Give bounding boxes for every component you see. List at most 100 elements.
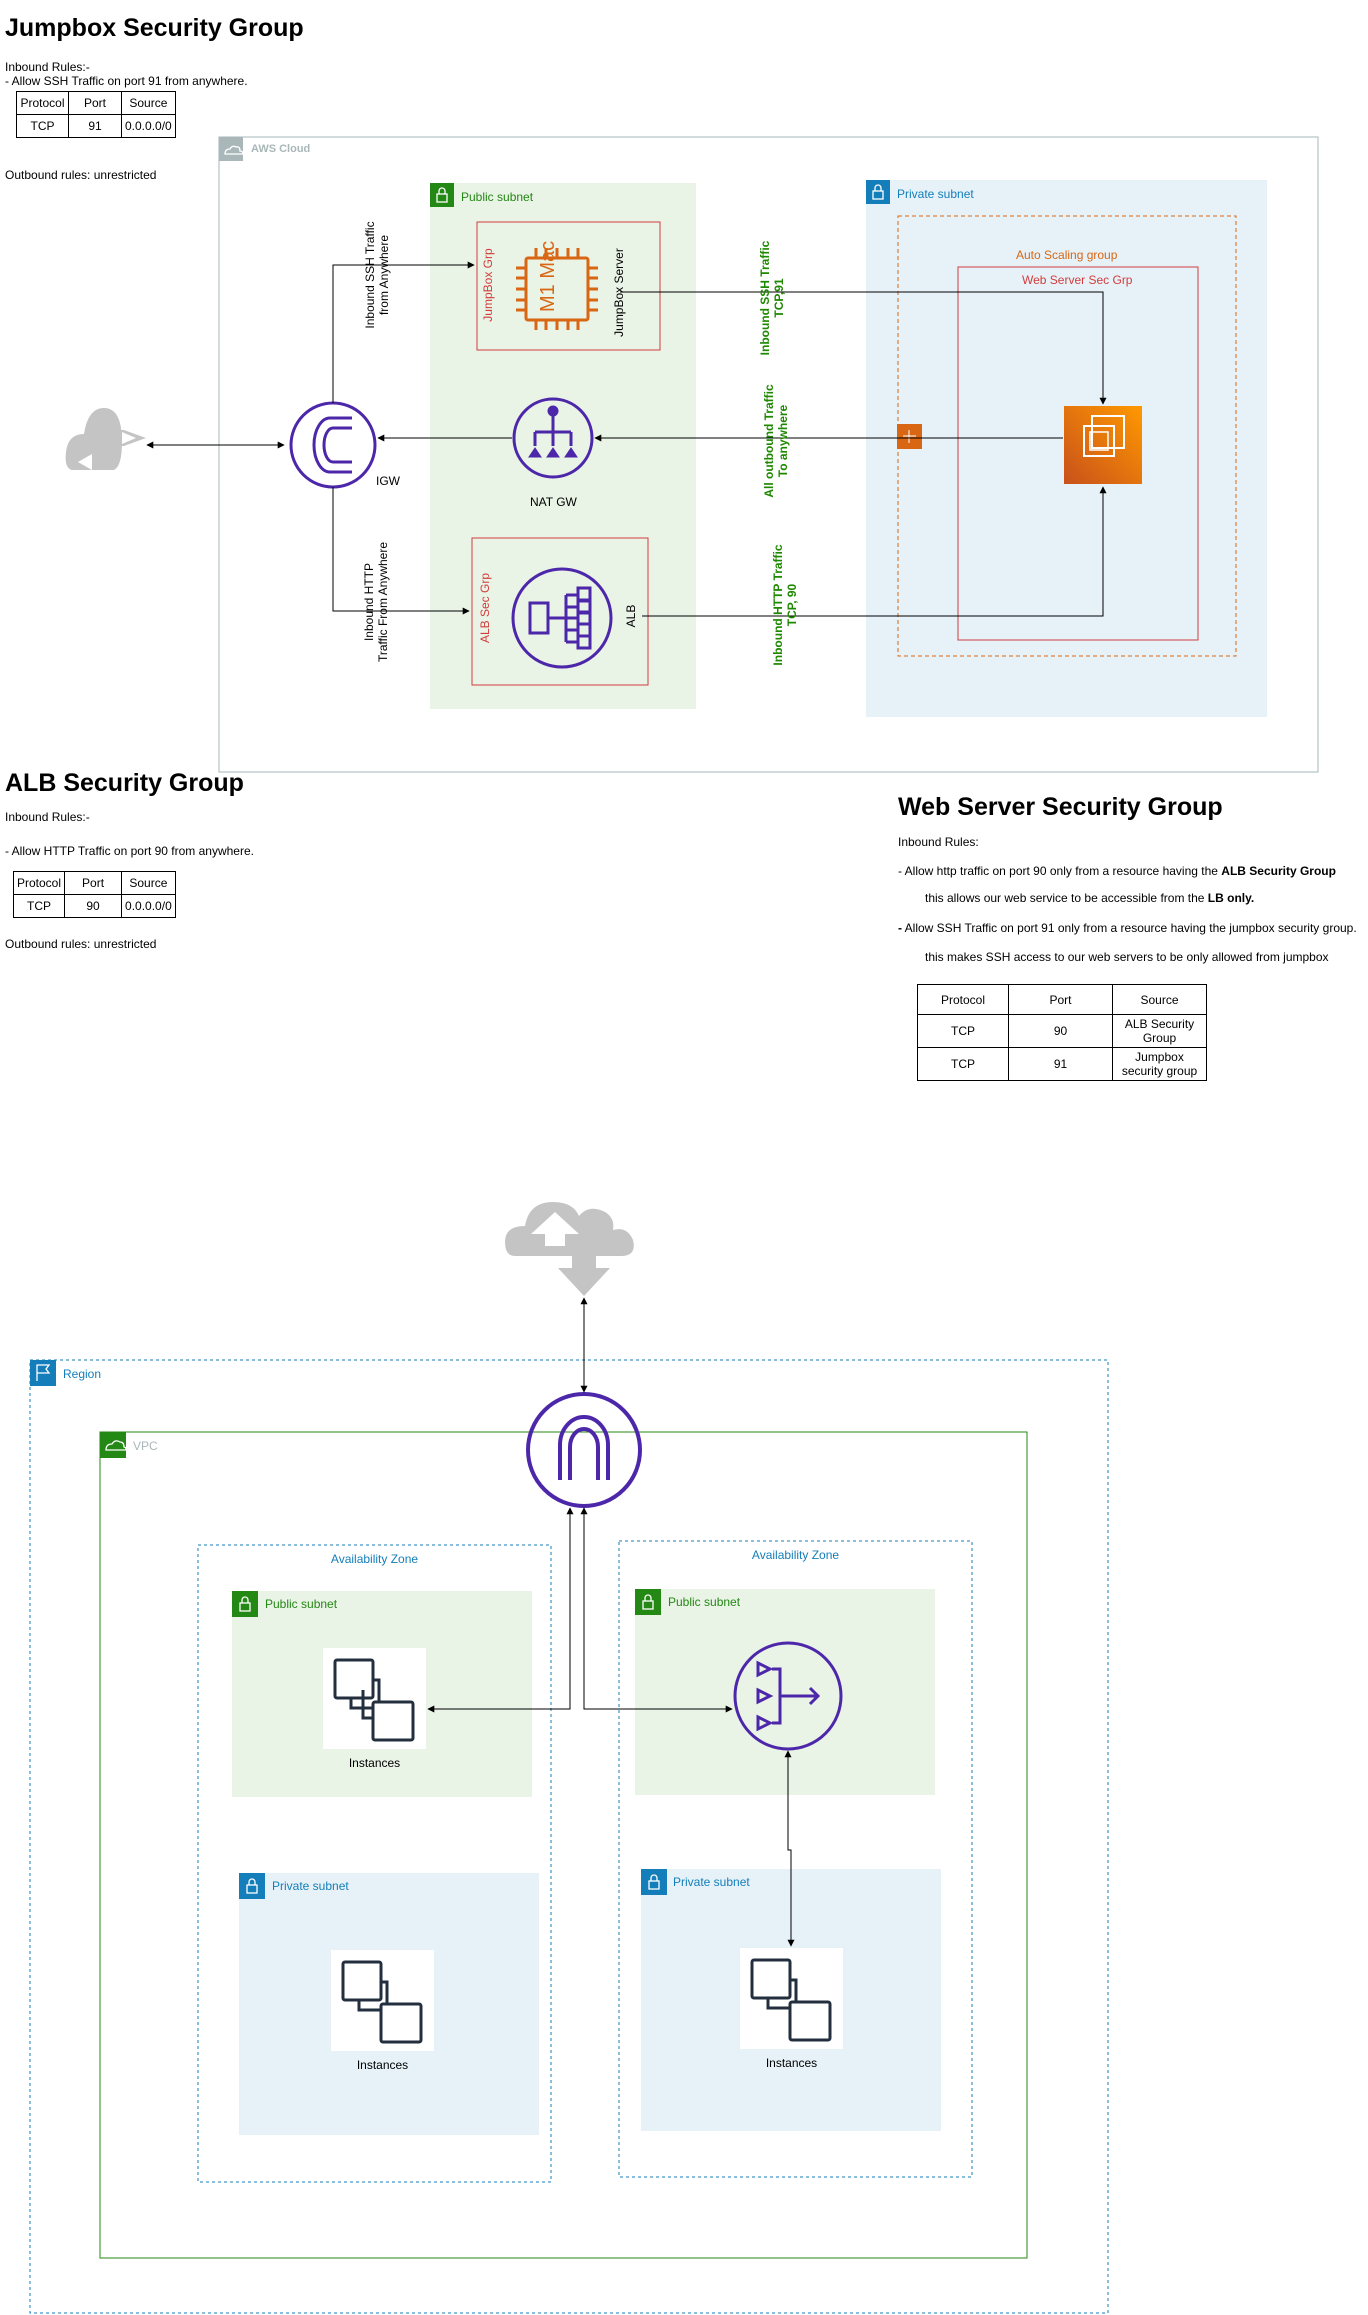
table-cell: Jumpbox security group [1112, 1047, 1207, 1081]
public-subnet-label: Public subnet [461, 190, 534, 204]
alb-inbound-heading: Inbound Rules:- [5, 810, 90, 824]
connection-lines [146, 261, 1107, 617]
inbound-ssh-tcp-label: Inbound SSH Traffic TCP,91 [758, 238, 786, 358]
availability-zone-2-frame [618, 1540, 973, 2178]
table-header: Protocol [16, 91, 69, 115]
instances-icon [740, 1948, 843, 2049]
alb-sg-frame [471, 537, 649, 686]
public-subnet-area [430, 183, 696, 709]
alb-sg-title: ALB Security Group [5, 769, 244, 797]
instances-2-label: Instances [356, 2058, 409, 2072]
cloud-icon [219, 137, 243, 161]
cloud-upload-icon [505, 1202, 634, 1296]
label-line: Traffic From Anywhere [376, 541, 390, 663]
instances-3-label: Instances [765, 2056, 818, 2070]
jumpbox-inbound-heading: Inbound Rules:- [5, 60, 90, 74]
auto-scaling-group-label: Auto Scaling group [1016, 248, 1118, 262]
jumpbox-inbound-rule: - Allow SSH Traffic on port 91 from anyw… [5, 74, 248, 88]
public-subnet-1-label: Public subnet [265, 1597, 338, 1611]
instances-icon [323, 1648, 426, 1749]
table-cell: 0.0.0.0/0 [121, 894, 176, 918]
region-label: Region [63, 1367, 102, 1381]
lock-icon [232, 1591, 258, 1617]
load-balancer-icon [511, 567, 613, 669]
jumpbox-rules-table: Protocol Port Source TCP 91 0.0.0.0/0 [16, 91, 176, 138]
web-rule-2: - Allow SSH Traffic on port 91 only from… [898, 921, 1357, 935]
lock-icon [430, 183, 454, 207]
table-header: Port [68, 91, 122, 115]
web-inbound-heading: Inbound Rules: [898, 835, 979, 849]
table-cell: TCP [917, 1047, 1009, 1081]
lock-icon [239, 1873, 265, 1899]
auto-scaling-group-frame [897, 215, 1237, 657]
web-rule-1-note-text: this allows our web service to be access… [925, 891, 1208, 905]
web-rule-1-note-bold: LB only. [1207, 891, 1255, 905]
web-rule-2-dash: - [898, 921, 902, 935]
label-line: Inbound SSH Traffic [363, 221, 377, 329]
table-cell: TCP [12, 894, 66, 918]
table-header: Protocol [12, 871, 66, 895]
internet-gateway-icon [526, 1392, 642, 1508]
all-outbound-label: All outbound Traffic To anywhere [762, 382, 790, 500]
web-rule-1-text: - Allow http traffic on port 90 only fro… [898, 864, 1222, 878]
jumpbox-sg-title: Jumpbox Security Group [5, 14, 304, 42]
lock-icon [641, 1869, 667, 1895]
label-line: Inbound SSH Traffic [758, 240, 772, 356]
private-subnet-1-label: Private subnet [272, 1879, 349, 1893]
public-subnet-2-area [635, 1589, 935, 1795]
label-line: All outbound Traffic [762, 384, 776, 498]
chip-text: M1 Mac [537, 240, 559, 312]
alb-inbound-rule: - Allow HTTP Traffic on port 90 from any… [5, 844, 254, 858]
instances-icon [331, 1950, 434, 2051]
inbound-http-tcp-label: Inbound HTTP Traffic TCP, 90 [771, 543, 799, 667]
label-line: Inbound HTTP [362, 562, 376, 642]
table-cell: TCP [16, 114, 69, 138]
aws-cloud-frame [218, 136, 1319, 773]
vpc-cloud-icon [100, 1432, 126, 1458]
web-rule-1-note: this allows our web service to be access… [925, 891, 1254, 905]
internet-gateway-icon [289, 401, 377, 489]
web-rule-2-note: this makes SSH access to our web servers… [925, 950, 1329, 964]
lock-icon [866, 180, 890, 204]
label-line: TCP,91 [772, 278, 786, 318]
instances-1-label: Instances [348, 1756, 401, 1770]
table-cell: 90 [64, 894, 123, 918]
region-frame [29, 1359, 1109, 2314]
alb-label: ALB [624, 604, 638, 628]
az-1-label: Availability Zone [330, 1552, 419, 1566]
private-subnet-label: Private subnet [897, 187, 974, 201]
table-cell: TCP [917, 1014, 1009, 1048]
table-header: Port [64, 871, 123, 895]
nat-gateway-icon [733, 1641, 843, 1751]
table-cell: 91 [68, 114, 122, 138]
nat-gateway-icon [512, 397, 594, 479]
web-sg-title: Web Server Security Group [898, 793, 1223, 821]
label-line: To anywhere [776, 404, 790, 478]
igw-label: IGW [376, 474, 400, 488]
web-server-sg-label: Web Server Sec Grp [1022, 273, 1133, 287]
nat-gw-label: NAT GW [530, 495, 577, 509]
aws-cloud-label: AWS Cloud [251, 143, 311, 155]
private-subnet-2-label: Private subnet [673, 1875, 750, 1889]
jumpbox-server-label: JumpBox Server [612, 248, 626, 337]
label-line: TCP, 90 [785, 583, 799, 627]
inbound-http-anywhere-label: Inbound HTTP Traffic From Anywhere [362, 540, 390, 664]
availability-zone-1-frame [197, 1544, 552, 2183]
public-subnet-2-label: Public subnet [668, 1595, 741, 1609]
client-cloud-icon [65, 408, 146, 470]
lock-icon [635, 1589, 661, 1615]
web-rule-1-bold: ALB Security Group [1221, 864, 1336, 878]
inbound-ssh-anywhere-label: Inbound SSH Traffic from Anywhere [363, 220, 391, 330]
alb-rules-table: Protocol Port Source TCP 90 0.0.0.0/0 [12, 871, 176, 918]
jumpbox-grp-label: JumpBox Grp [481, 248, 495, 322]
table-header: Protocol [917, 984, 1009, 1015]
label-line: Inbound HTTP Traffic [771, 544, 785, 666]
web-rule-1: - Allow http traffic on port 90 only fro… [898, 864, 1336, 878]
jumpbox-outbound: Outbound rules: unrestricted [5, 168, 157, 182]
table-cell: 0.0.0.0/0 [121, 114, 176, 138]
az-2-label: Availability Zone [751, 1548, 840, 1562]
ec2-instance-icon [1064, 406, 1142, 484]
label-line: from Anywhere [377, 234, 391, 316]
vpc-label: VPC [133, 1439, 158, 1453]
